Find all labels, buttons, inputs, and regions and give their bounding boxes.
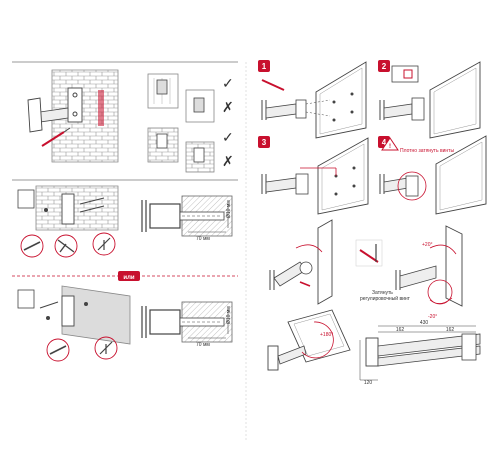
warning-icon: [381, 137, 399, 151]
step-3-illustration: [261, 137, 369, 215]
check-mark-1: ✓: [222, 75, 234, 91]
drill-mark-strip: [98, 90, 104, 126]
tighten-callout-circle: [397, 171, 427, 201]
wrong-brick-placement-icon: [185, 141, 215, 173]
swivel-adjust-illustration: [395, 225, 463, 307]
drill-depth-section-bottom: [141, 301, 233, 343]
tools-row-bottom: [46, 336, 118, 362]
warning-text: Плотно затянуть винты: [400, 148, 454, 154]
check-mark-2: ✓: [222, 129, 234, 145]
step-badge-1: [258, 60, 270, 72]
dim-seg-b-label: 162: [446, 327, 455, 333]
tool-and-screw-icon: [355, 239, 383, 267]
tilt-middle-label: -20°: [428, 314, 437, 320]
svg-text:!: !: [389, 144, 391, 150]
bracket-thumbnail-2: [17, 289, 35, 309]
bracket-thumbnail: [17, 189, 35, 209]
step-badge-3: [258, 136, 270, 148]
step-number-3: 3: [262, 138, 267, 147]
tilt-adjust-illustration: [269, 219, 333, 305]
dim-height-label: 120: [364, 380, 373, 386]
cross-mark-2: ✗: [222, 153, 234, 169]
diameter-label-top: Ø10 мм: [226, 200, 232, 218]
tools-row-top: [20, 232, 116, 258]
screwdriver-icon: [261, 79, 285, 91]
dimension-drawing: [359, 325, 481, 381]
tighten-note-line-1: Затянуть: [372, 290, 393, 296]
tighten-note-line-2: регулировочный винт: [360, 295, 411, 302]
step-4-illustration: !: [379, 135, 487, 215]
correct-brick-placement-icon: [147, 127, 179, 163]
step-2-illustration: [379, 61, 481, 139]
concrete-wall-drilling-illustration: [17, 285, 131, 345]
cross-mark-1: ✗: [222, 99, 234, 115]
drill-depth-section-top: [141, 195, 233, 237]
depth-label-top: 70 мм: [196, 236, 210, 242]
correct-stud-placement-icon: [147, 73, 179, 109]
or-label: или: [123, 275, 135, 281]
diameter-label-bottom: Ø10 мм: [226, 306, 232, 324]
or-badge: [118, 271, 140, 281]
detail-callout-2: [391, 65, 419, 83]
step-number-1: 1: [262, 62, 267, 71]
brick-wall-mount-illustration: [27, 69, 119, 163]
step-badge-2: [378, 60, 390, 72]
step-1-illustration: [261, 61, 367, 139]
tilt-top-label: +20°: [422, 242, 432, 248]
step-number-4: 4: [382, 138, 387, 147]
depth-label-bottom: 70 мм: [196, 342, 210, 348]
tilt-bottom-label: +180°: [320, 332, 333, 338]
dim-seg-a-label: 162: [396, 327, 405, 333]
wrong-stud-placement-icon: [185, 89, 215, 123]
brick-wall-drilling-illustration: [17, 185, 119, 231]
rotation-illustration: [267, 309, 351, 371]
step-number-2: 2: [382, 62, 387, 71]
dim-total-label: 430: [420, 320, 429, 326]
